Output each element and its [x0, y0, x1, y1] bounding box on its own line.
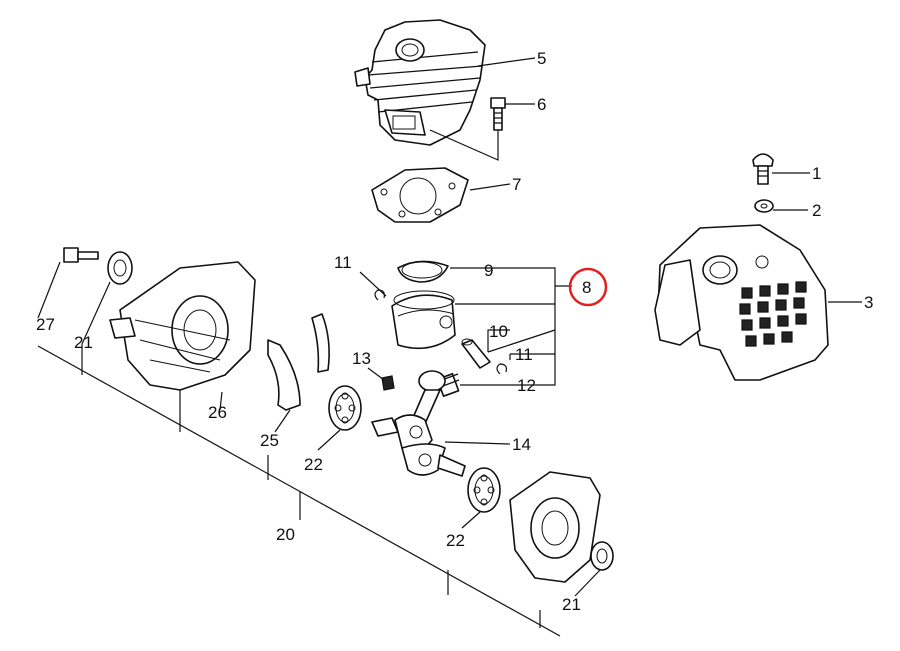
- piston[interactable]: [391, 290, 456, 350]
- callout-8-highlight-circle: [568, 267, 608, 307]
- callout-22-left: 22: [304, 455, 323, 474]
- oil-seal[interactable]: [590, 541, 614, 571]
- main-bearing[interactable]: [328, 385, 362, 431]
- screw[interactable]: [752, 153, 774, 185]
- callout-25: 25: [260, 431, 279, 450]
- crankshaft[interactable]: [371, 414, 466, 477]
- callout-26: 26: [208, 403, 227, 422]
- cylinder-gasket[interactable]: [371, 167, 469, 223]
- callout-3: 3: [864, 293, 873, 312]
- oil-seal[interactable]: [107, 251, 133, 285]
- piston-pin[interactable]: [461, 338, 491, 369]
- air-filter-cover[interactable]: [654, 224, 829, 381]
- cylinder-bolt[interactable]: [490, 97, 506, 131]
- callout-9: 9: [484, 261, 493, 280]
- callout-5: 5: [537, 49, 546, 68]
- crankcase-left[interactable]: [109, 261, 256, 391]
- piston-ring[interactable]: [397, 260, 449, 283]
- callout-6: 6: [537, 95, 546, 114]
- callout-21-bottom: 21: [562, 595, 581, 614]
- callout-21-left: 21: [74, 333, 93, 352]
- washer[interactable]: [754, 199, 774, 213]
- callout-27: 27: [36, 315, 55, 334]
- callout-11-left: 11: [334, 253, 352, 272]
- callout-11-right: 11: [515, 345, 533, 364]
- callout-1: 1: [812, 164, 821, 183]
- cylinder[interactable]: [354, 19, 486, 146]
- callout-12: 12: [517, 376, 536, 395]
- callout-13: 13: [352, 349, 371, 368]
- crankcase-right[interactable]: [509, 471, 601, 583]
- callout-8: 8: [582, 278, 591, 297]
- callout-14: 14: [512, 435, 531, 454]
- crankcase-bolt[interactable]: [63, 247, 99, 263]
- callout-2: 2: [812, 201, 821, 220]
- callout-7: 7: [512, 175, 521, 194]
- crankcase-gasket[interactable]: [267, 313, 330, 411]
- callout-10: 10: [489, 322, 508, 341]
- callout-22-bottom: 22: [446, 531, 465, 550]
- callout-20: 20: [276, 525, 295, 544]
- key[interactable]: [381, 375, 395, 391]
- main-bearing[interactable]: [467, 467, 501, 513]
